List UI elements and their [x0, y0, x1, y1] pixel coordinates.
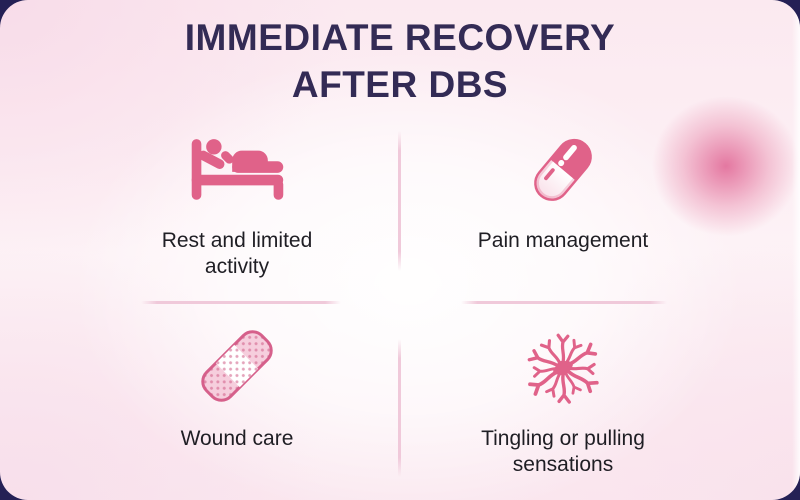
quadrant-label-rest: Rest and limited activity — [161, 229, 313, 279]
bandage-icon — [197, 326, 277, 406]
quadrant-tingling: Tingling or pulling sensations — [383, 320, 743, 479]
pill-icon — [534, 138, 592, 201]
divider-vertical-bottom — [398, 339, 401, 477]
bed-icon — [191, 139, 284, 200]
quadrant-label-wound: Wound care — [180, 427, 294, 450]
bed-icon-box — [184, 122, 290, 214]
quadrant-pain: Pain management — [383, 122, 743, 254]
quadrant-label-tingling: Tingling or pulling sensations — [481, 427, 645, 477]
divider-horizontal-left — [141, 301, 341, 304]
quadrant-rest: Rest and limited activity — [57, 122, 417, 281]
bandage-icon-box — [187, 320, 287, 412]
divider-horizontal-right — [461, 301, 667, 304]
page-title: IMMEDIATE RECOVERY AFTER DBS — [184, 17, 616, 106]
pill-icon-box — [515, 122, 611, 214]
quadrant-label-pain: Pain management — [477, 229, 649, 252]
nerve-icon-box — [515, 320, 611, 412]
quadrant-wound: Wound care — [57, 320, 417, 452]
divider-vertical-top — [398, 131, 401, 271]
nerve-icon — [527, 333, 599, 405]
